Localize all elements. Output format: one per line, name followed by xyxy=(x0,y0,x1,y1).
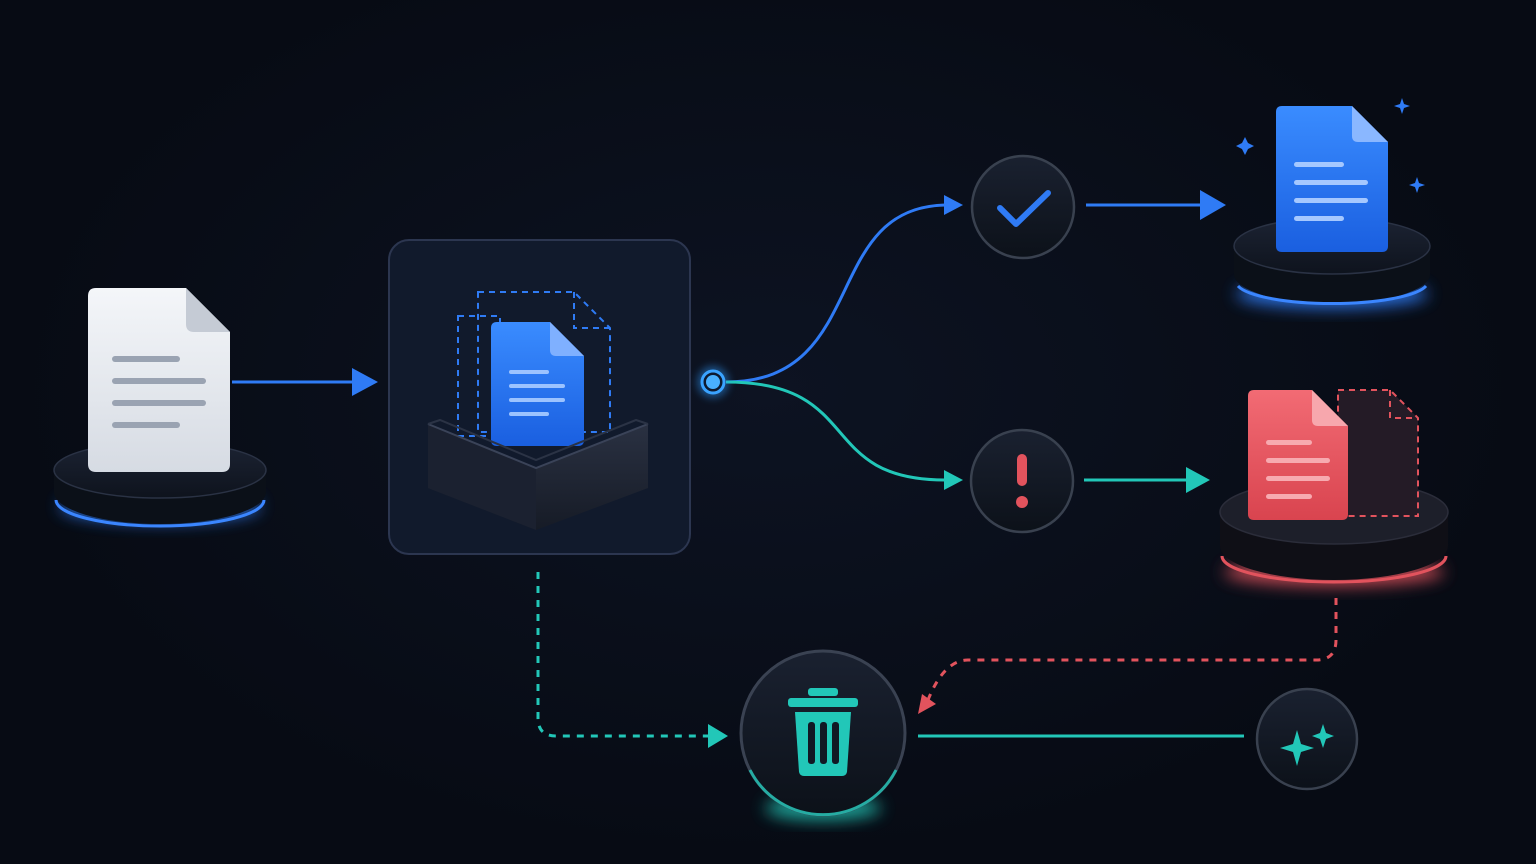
cleanup-sparkle-node[interactable] xyxy=(1255,687,1359,791)
checkmark-icon xyxy=(997,190,1051,227)
edge-failed-to-trash-dashed xyxy=(918,598,1338,714)
document-icon xyxy=(491,322,584,446)
trash-icon xyxy=(788,688,858,776)
document-icon xyxy=(88,288,230,472)
sparkles-icon xyxy=(1280,724,1334,766)
success-check-node[interactable] xyxy=(970,154,1076,260)
ghost-document-icon xyxy=(1337,389,1419,517)
document-icon xyxy=(1248,390,1348,520)
processed-document-node[interactable] xyxy=(1233,98,1431,308)
tray-icon xyxy=(427,418,649,530)
ghost-document-icon xyxy=(457,291,611,437)
edge-source-to-tray xyxy=(232,368,378,396)
edge-tray-to-error xyxy=(725,380,963,490)
document-icon xyxy=(1276,106,1388,252)
edge-error-to-document xyxy=(1084,467,1210,493)
edge-tray-to-success xyxy=(725,195,963,384)
edge-success-to-document xyxy=(1086,190,1226,220)
sparkle-icon xyxy=(1236,98,1425,193)
failed-document-node[interactable] xyxy=(1219,389,1449,586)
processing-tray-node[interactable] xyxy=(388,239,691,555)
edge-tray-to-trash-dashed xyxy=(536,572,728,748)
exclamation-icon xyxy=(1016,454,1028,508)
error-alert-node[interactable] xyxy=(969,428,1075,534)
junction-dot xyxy=(697,366,729,398)
trash-bin-node[interactable] xyxy=(739,649,907,820)
source-document-node[interactable] xyxy=(53,288,267,528)
